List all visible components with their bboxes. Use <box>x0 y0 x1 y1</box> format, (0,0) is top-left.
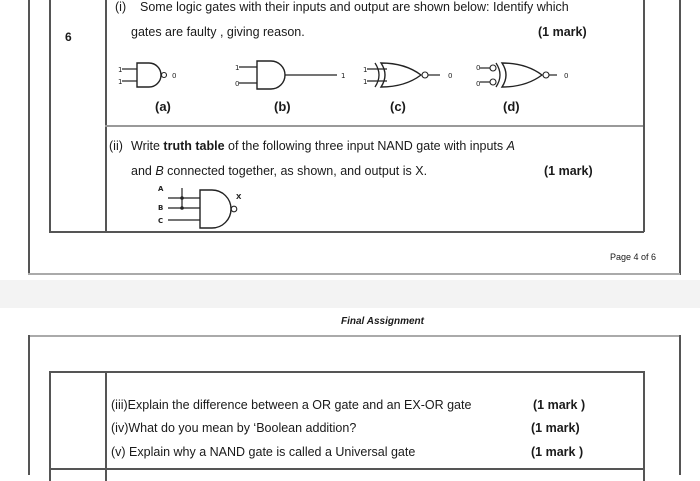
q4-text: What do you mean by ‘Boolean addition? <box>128 421 357 435</box>
logic-gates-figure: 1 1 0 1 0 1 1 1 0 <box>118 60 568 90</box>
q5-text: Explain why a NAND gate is called a Univ… <box>125 445 416 459</box>
table-left-border <box>49 371 51 481</box>
gate-d-output: 0 <box>564 72 568 80</box>
page-5: Final Assignment (iii)Explain the differ… <box>0 308 700 481</box>
q5-label: (v) <box>111 445 126 459</box>
gate-b-input-2: 0 <box>235 80 239 88</box>
page-top-edge <box>28 335 680 337</box>
gate-b-and <box>239 60 337 90</box>
table-row-border <box>49 468 644 470</box>
header-title: Final Assignment <box>341 316 424 327</box>
table-column-divider <box>105 371 107 481</box>
q3-marks: (1 mark ) <box>533 398 586 412</box>
gate-a-and <box>122 62 168 88</box>
gate-a-output: 0 <box>172 72 176 80</box>
question-number: 6 <box>65 30 72 44</box>
gate-c-xor <box>367 62 440 88</box>
table-bottom-border <box>49 231 644 233</box>
q2-marks: (1 mark) <box>544 164 593 178</box>
nand-input-a: A <box>158 185 164 193</box>
gate-d-xor <box>480 62 557 88</box>
table-column-divider <box>105 0 107 232</box>
gate-c-output: 0 <box>448 72 452 80</box>
gate-b-output: 1 <box>341 72 345 80</box>
page-left-border <box>28 0 30 275</box>
page-gap <box>0 280 700 308</box>
nand-gate-figure: A B C X <box>158 185 242 229</box>
page-right-border <box>679 0 681 275</box>
page-number: Page 4 of 6 <box>610 252 657 262</box>
nand-gate <box>168 188 238 229</box>
nand-output-x: X <box>236 193 242 201</box>
gate-d-label: (d) <box>503 99 520 114</box>
q3-label: (iii) <box>111 398 128 412</box>
q3-text: Explain the difference between a OR gate… <box>127 398 472 412</box>
table-top-border <box>49 371 644 373</box>
q1-text-line2: gates are faulty , giving reason. <box>131 25 305 39</box>
gate-c-label: (c) <box>390 99 406 114</box>
table-right-border <box>643 0 645 232</box>
q5-marks: (1 mark ) <box>531 445 584 459</box>
gate-d-input-1: 0 <box>476 64 480 72</box>
table-left-border <box>49 0 51 232</box>
q4-label: (iv) <box>111 421 129 435</box>
q5-row: (v) Explain why a NAND gate is called a … <box>111 445 415 459</box>
q4-row: (iv)What do you mean by ‘Boolean additio… <box>111 421 356 435</box>
gate-a-input-2: 1 <box>118 78 122 86</box>
gate-b-input-1: 1 <box>235 64 239 72</box>
gate-c-input-2: 1 <box>363 78 367 86</box>
gate-a-input-1: 1 <box>118 66 122 74</box>
row-divider <box>105 125 643 127</box>
gate-b-label: (b) <box>274 99 291 114</box>
table-right-border <box>643 371 645 481</box>
page-right-border <box>679 335 681 475</box>
q4-marks: (1 mark) <box>531 421 580 435</box>
q1-text-line1: Some logic gates with their inputs and o… <box>140 0 569 14</box>
q1-marks: (1 mark) <box>538 25 587 39</box>
page-4: 6 (i) Some logic gates with their inputs… <box>28 0 681 275</box>
gate-c-input-1: 1 <box>363 66 367 74</box>
page-bottom-edge <box>28 273 680 275</box>
gate-d-input-2: 0 <box>476 80 480 88</box>
nand-input-b: B <box>158 204 163 212</box>
q1-label: (i) <box>115 0 127 14</box>
nand-input-c: C <box>158 217 163 225</box>
page-left-border <box>28 335 30 475</box>
q2-text-line1: Write truth table of the following three… <box>131 139 515 153</box>
q2-label: (ii) <box>109 139 123 153</box>
q3-row: (iii)Explain the difference between a OR… <box>111 398 471 412</box>
gate-a-label: (a) <box>155 99 171 114</box>
q2-text-line2: and B connected together, as shown, and … <box>131 164 428 178</box>
